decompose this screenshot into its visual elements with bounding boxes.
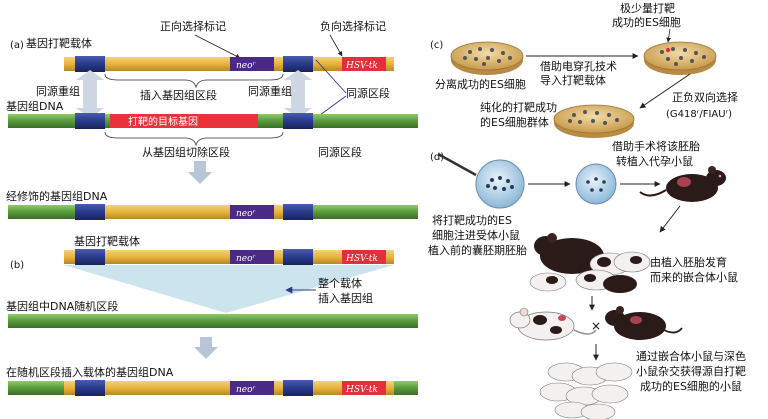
random-region-label: 基因组中DNA随机区段 [6,299,118,313]
homologous-region-label: 同源区段 [346,86,390,100]
process-arrow-a [188,161,212,184]
birth-arrow [659,205,681,233]
inject-label-3: 植入前的囊胚期胚胎 [428,243,527,257]
whole-vector-label-2: 插入基因组 [318,291,373,305]
electroporation-label-2: 导入打靶载体 [540,73,606,87]
whole-vector-label-1: 整个载体 [318,276,362,290]
neo-gene-label-b: neoʳ [236,254,256,264]
selection-label-1: 正负双向选择 [672,90,738,104]
pos-marker-pointer [194,34,241,59]
excise-region-label: 从基因组切除区段 [142,145,230,159]
panel-a-letter: (a) [10,40,24,51]
few-targeted-label-1: 极少量打靶 [620,1,675,15]
homology-arrow-left [76,70,104,118]
vector-label-b: 基因打靶载体 [74,234,140,248]
panel-d-letter: (d) [430,152,444,163]
transplant-label-2: 转植入代孕小鼠 [616,154,693,168]
few-targeted-pointer [666,28,672,43]
selection-label-2: (G418ʳ/FIAUʳ) [666,109,732,120]
panel-c-letter: (c) [430,40,443,51]
neo-gene-label-result: neoʳ [236,385,256,395]
hsv-gene-label-b: HSV-tk [345,254,378,264]
hsv-gene-label-result: HSV-tk [345,385,378,395]
random-genomic-bar [8,314,418,328]
chimera-mice-group [529,233,651,293]
chimera-label-2: 而来的嵌合体小鼠 [650,270,738,284]
offspring-mice-group [539,362,633,419]
homology-label-left: 同源重组 [36,84,80,98]
inject-label-2: 细胞注进受体小鼠 [432,228,520,242]
pos-marker-label: 正向选择标记 [160,19,226,33]
purified-es-label-2: 的ES细胞群体 [480,115,549,129]
panel-b-letter: (b) [10,260,24,271]
vector-bar-a [64,56,394,72]
injected-blastocyst [575,163,617,205]
surrogate-mouse [639,166,726,202]
modified-genomic-bar [8,204,418,220]
insert-region-brace [104,73,284,89]
purified-es-dish [553,104,635,138]
homology-label-right: 同源重组 [248,84,292,98]
homologous-region-label-2: 同源区段 [318,145,362,159]
dark-mouse-parent [605,306,683,340]
transplant-label-1: 借助手术将该胚胎 [612,139,700,153]
chimera-mouse-parent [509,307,597,341]
neo-gene-label-modified: neoʳ [236,209,256,219]
genomic-dna-label: 基因组DNA [6,99,64,113]
neo-gene-label-a: neoʳ [236,61,256,71]
obtain-label-3: 成功的ES细胞的小鼠 [640,379,742,393]
result-genomic-bar [8,380,418,396]
insertion-triangle [64,265,394,313]
few-targeted-label-2: 成功的ES细胞 [612,15,681,29]
result-dna-label: 在随机区段插入载体的基因组DNA [6,365,174,379]
isolate-es-label: 分离成功的ES细胞 [435,77,526,91]
es-cell-dish-2 [643,41,717,75]
purified-es-label-1: 纯化的打靶成功 [480,100,557,114]
cross-symbol: × [591,319,601,333]
vector-label-a: 基因打靶载体 [26,36,92,50]
electroporation-label-1: 借助电穿孔技术 [540,59,617,73]
blastocyst-injection [475,159,525,209]
obtain-label-2: 小鼠杂交获得源自打靶 [636,364,746,378]
insert-region-label: 插入基因组区段 [140,88,217,102]
neg-marker-label: 负向选择标记 [320,19,386,33]
chimera-label-1: 由植入胚胎发育 [650,255,727,269]
vector-bar-b [64,249,394,265]
injection-needle [437,152,477,177]
genomic-bar-a [8,113,418,129]
obtain-label-1: 通过嵌合体小鼠与深色 [636,349,746,363]
neg-marker-pointer [329,34,343,57]
target-gene-label: 打靶的目标基因 [128,115,198,128]
es-cell-dish-1 [450,41,524,75]
selection-arrow [639,73,691,109]
inject-label-1: 将打靶成功的ES [432,213,512,227]
modified-dna-label: 经修饰的基因组DNA [6,189,108,203]
process-arrow-b [194,337,218,359]
excise-region-brace [104,131,284,147]
homologous-pointer-up [315,59,347,94]
hsv-gene-label-a: HSV-tk [345,61,378,71]
